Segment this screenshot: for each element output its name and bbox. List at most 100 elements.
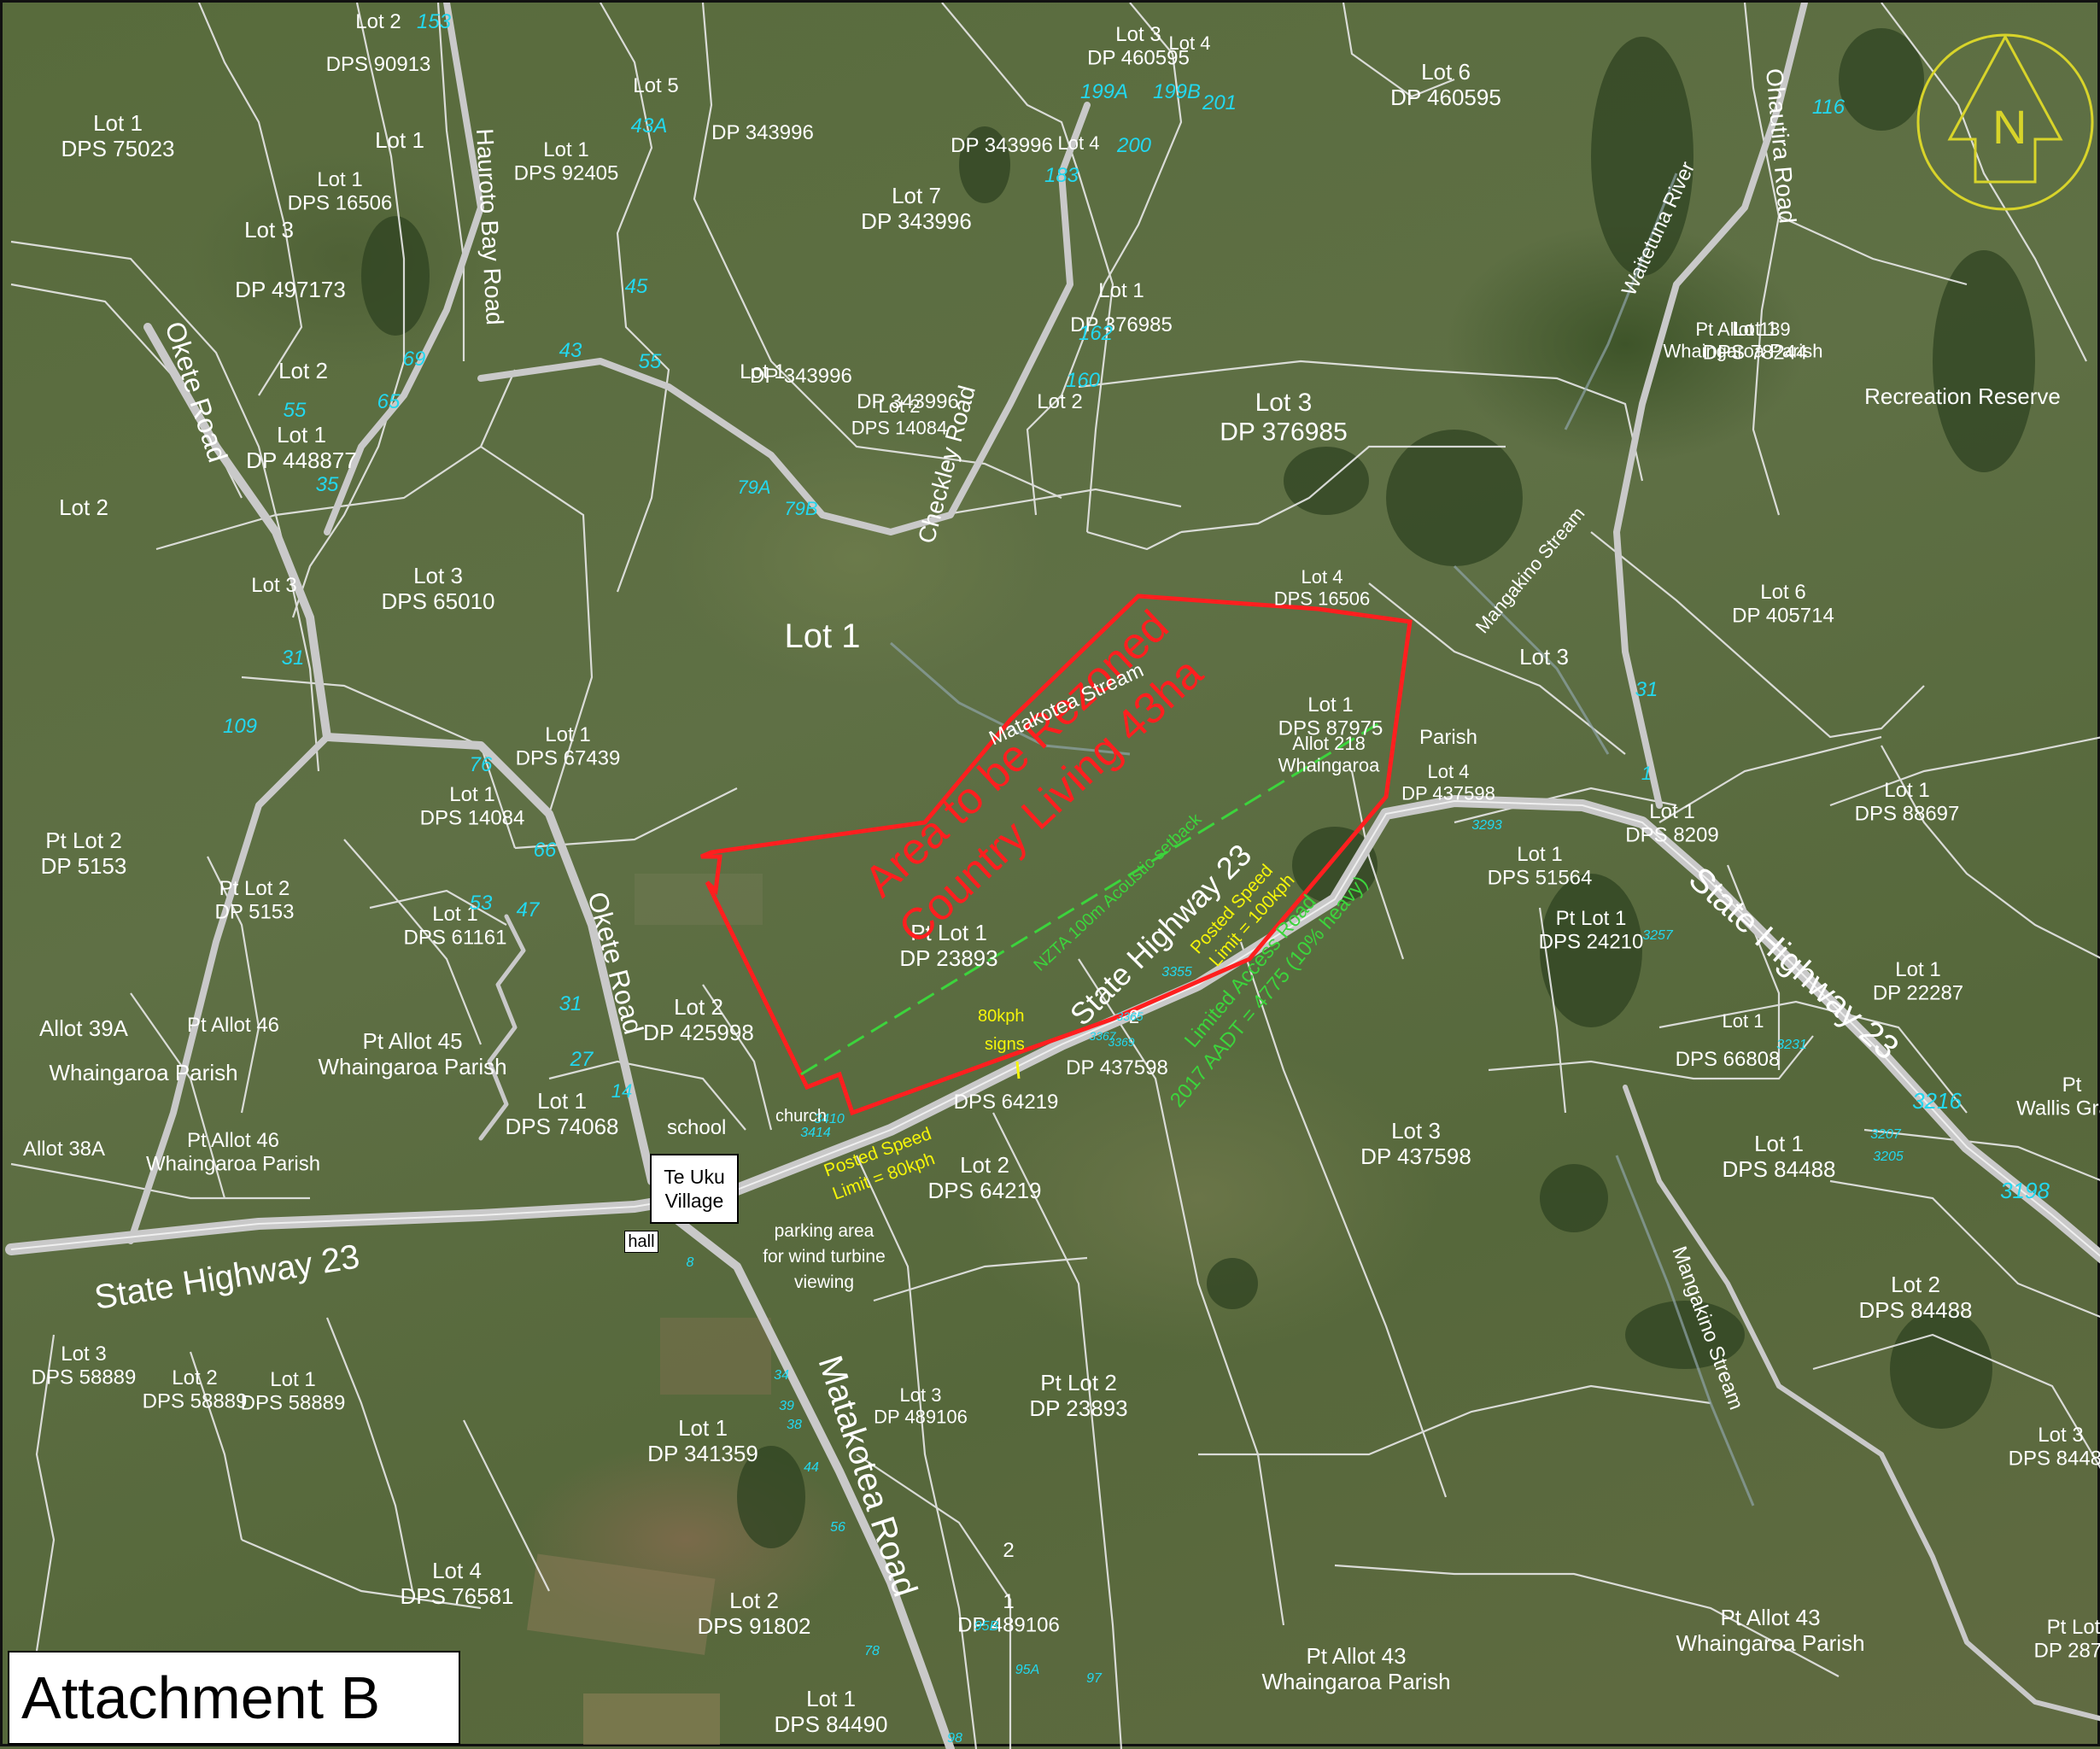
address-number-label: 3207 <box>1870 1127 1902 1142</box>
road-okete-south <box>323 733 656 1185</box>
parcel-label: 2 <box>1129 1006 1139 1027</box>
address-number-label: 97 <box>1086 1671 1103 1686</box>
streams <box>890 173 1755 1506</box>
address-number-label: 69 <box>403 348 426 371</box>
parking-line3: viewing <box>794 1272 854 1292</box>
parking-line2: for wind turbine <box>763 1247 886 1266</box>
parcel-label: Recreation Reserve <box>1864 383 2061 409</box>
parcel-boundaries <box>10 3 2100 1749</box>
parcel-label: DP 343996 <box>750 365 852 388</box>
parcel-label: DP 343996 <box>951 134 1053 157</box>
address-number-label: 47 <box>517 898 541 921</box>
address-number-label: 3198 <box>2000 1178 2050 1203</box>
hall-label: hall <box>624 1231 658 1253</box>
address-number-label: 199A <box>1080 80 1128 103</box>
address-number-label: 31 <box>282 646 305 670</box>
parcel-label: DPS 64219 <box>954 1091 1059 1114</box>
address-number-label: 200 <box>1116 134 1152 157</box>
roads <box>5 3 2100 1749</box>
address-number-label: 160 <box>1066 369 1101 392</box>
parking-label: parking area for wind turbine viewing <box>763 1221 886 1292</box>
address-number-label: 1 <box>1641 763 1652 784</box>
parcel-label: Lot 1 <box>785 617 861 655</box>
parcel-label: Lot 1 <box>1723 1010 1764 1032</box>
parcel-label: Lot 3 <box>244 217 294 243</box>
address-number-label: 95B <box>974 1619 999 1634</box>
acoustic-setback-line <box>800 720 1383 1076</box>
address-number-label: 79B <box>784 498 817 519</box>
address-number-label: 31 <box>559 992 582 1015</box>
farm-patches <box>527 874 771 1745</box>
road-sh23 <box>5 795 2100 1264</box>
road-mangakino <box>1623 1085 2100 1722</box>
attachment-label: Attachment B <box>8 1651 460 1745</box>
parcel-label: Lot 5 <box>633 74 678 97</box>
address-number-label: 35 <box>316 473 339 496</box>
parcel-label: Lot 3 <box>251 574 296 597</box>
signs-80-marker <box>1015 1061 1021 1079</box>
parcel-label: DPS 66808 <box>1676 1048 1781 1071</box>
address-number-label: 3205 <box>1873 1149 1904 1164</box>
address-number-label: 3293 <box>1471 818 1502 833</box>
road-matakotea <box>656 1202 955 1749</box>
parcel-label: Parish <box>1419 726 1477 749</box>
parcel-label: DP 497173 <box>235 277 346 302</box>
rezone-area-boundary <box>700 594 1413 1116</box>
address-number-label: 43A <box>631 114 668 137</box>
address-number-label: 109 <box>223 715 257 738</box>
parcel-label: Lot 4 <box>1169 32 1211 54</box>
north-arrow-icon: N <box>1916 33 2094 211</box>
address-number-label: 3414 <box>800 1126 831 1140</box>
road-label-hauroto: Hauroto Bay Road <box>471 128 508 326</box>
address-number-label: 34 <box>774 1368 789 1383</box>
parcel-label: Lot 2 <box>59 494 108 520</box>
address-number-label: 56 <box>830 1520 845 1535</box>
address-number-label: 3367 <box>1089 1029 1116 1043</box>
signs-80-line1: 80kph <box>978 1007 1025 1026</box>
road-centerlines <box>10 799 2100 1257</box>
parking-line1: parking area <box>775 1221 875 1241</box>
road-ohautira <box>1613 3 1808 809</box>
address-number-label: 116 <box>1812 96 1846 119</box>
address-number-label: 78 <box>864 1644 880 1658</box>
parcel-label: DPS 90913 <box>326 53 431 76</box>
address-number-label: 3231 <box>1776 1038 1807 1052</box>
school-label: school <box>667 1116 726 1139</box>
address-number-label: 199B <box>1153 80 1201 103</box>
road-label-sh23-a: State Highway 23 <box>92 1237 363 1317</box>
address-number-label: 14 <box>611 1080 632 1102</box>
address-number-label: 45 <box>625 275 648 298</box>
road-hauroto <box>324 3 484 535</box>
